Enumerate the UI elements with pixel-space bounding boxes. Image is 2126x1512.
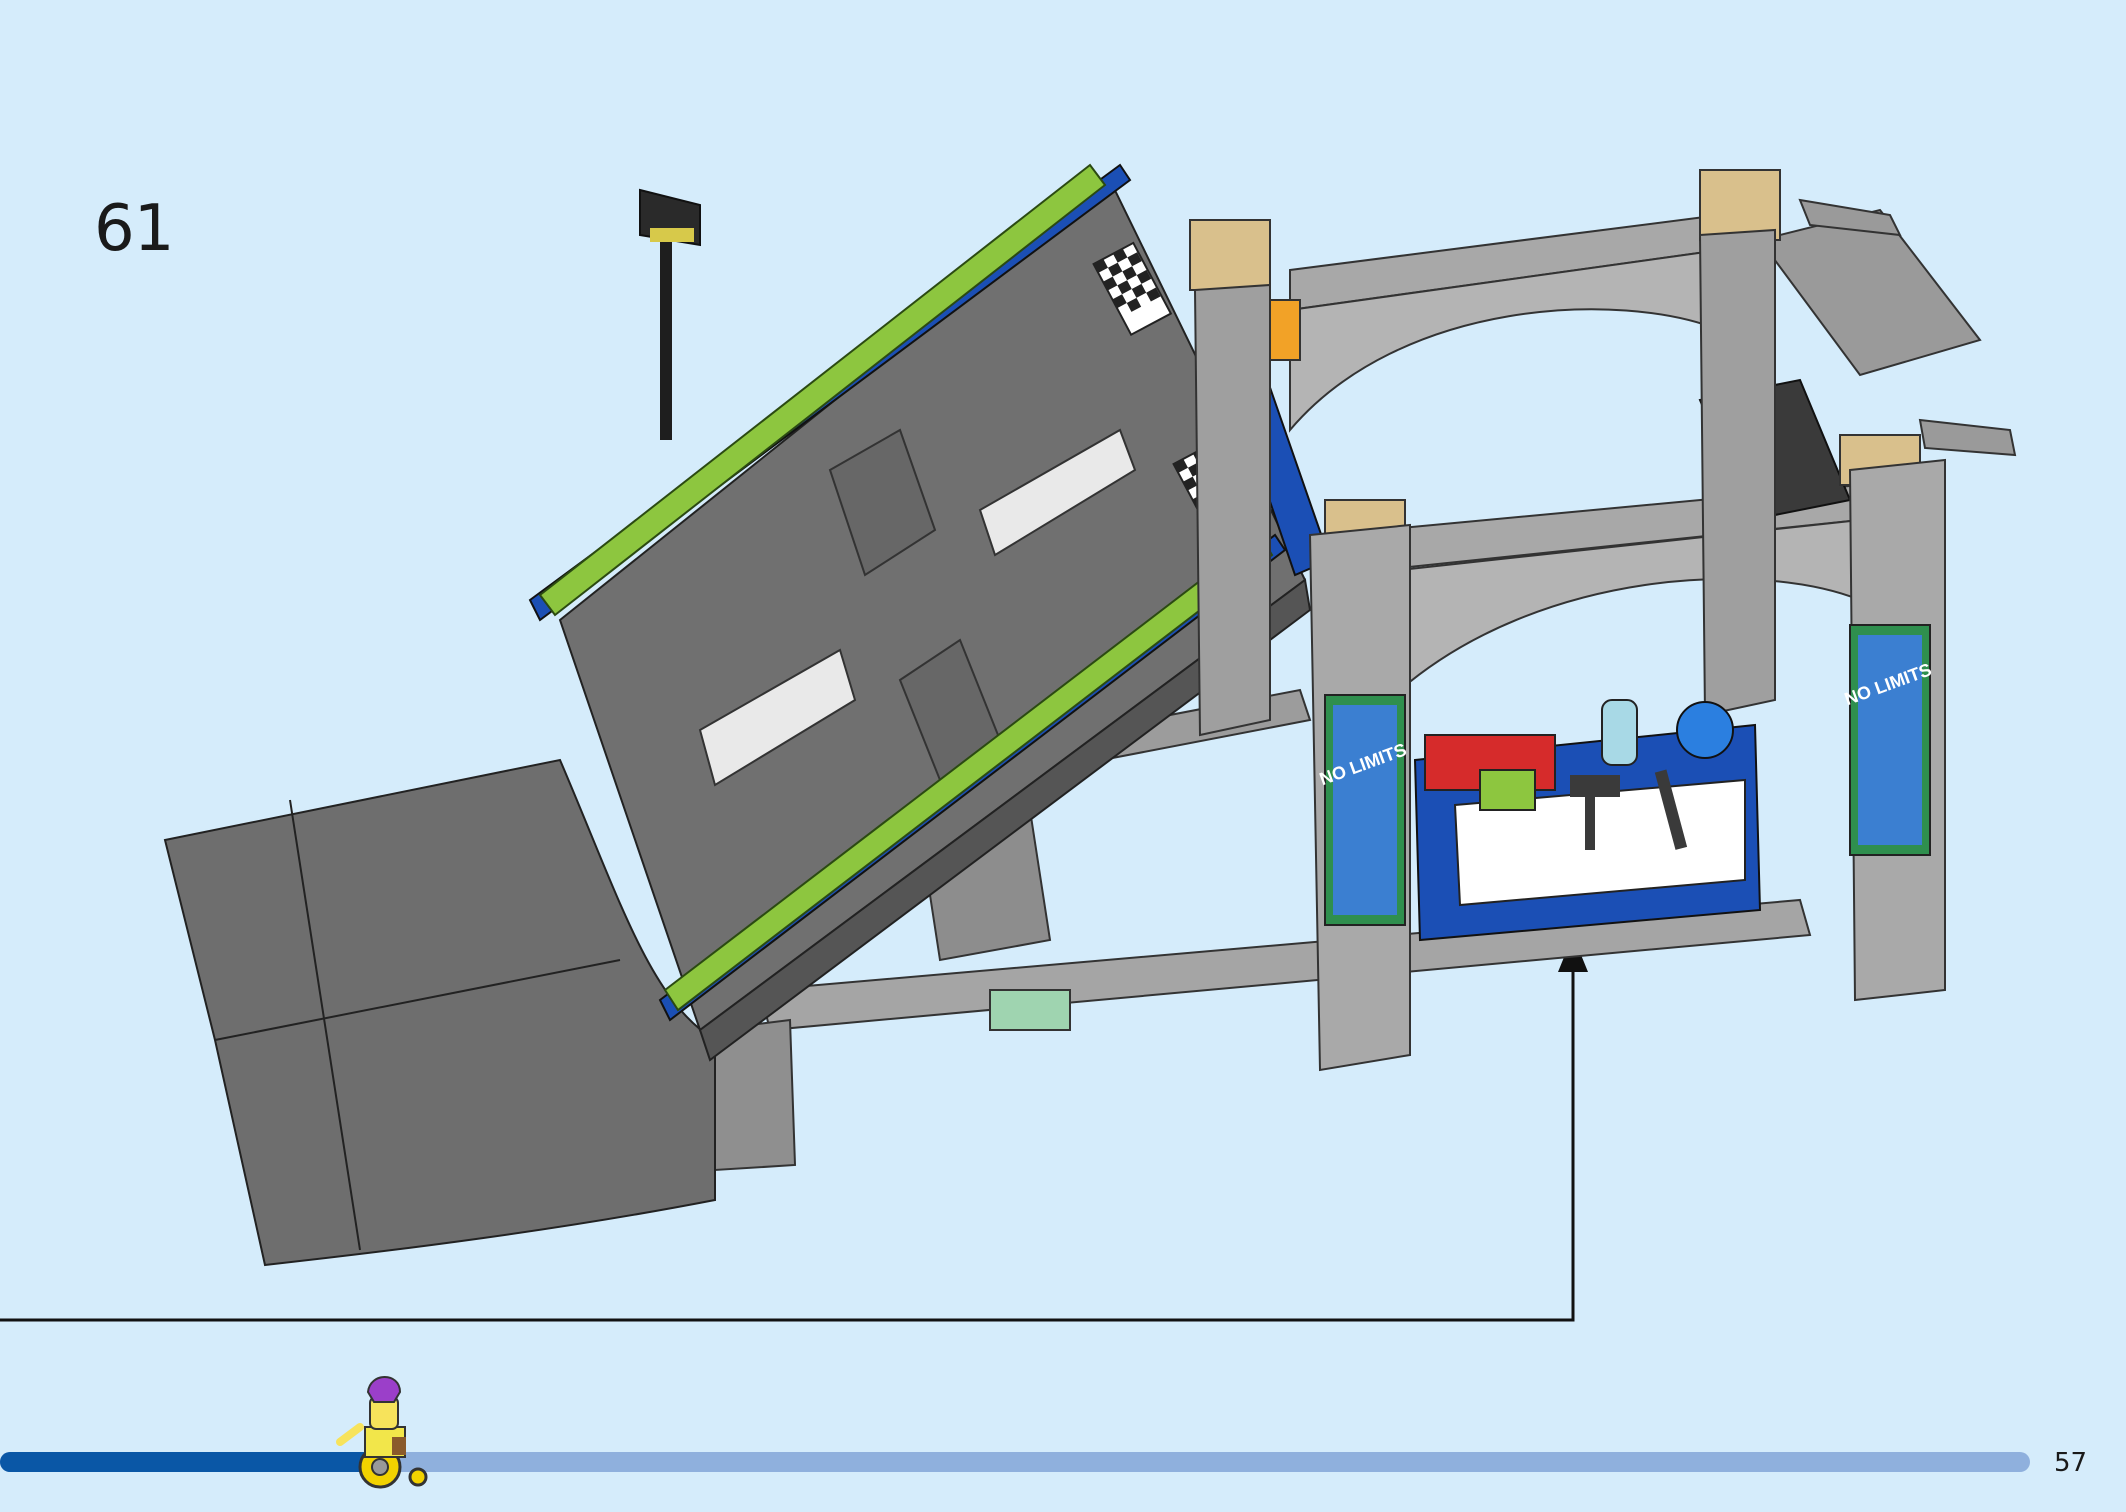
lime-canister [1479, 769, 1536, 811]
tan-block-back [1699, 169, 1781, 241]
column-back-left [1193, 283, 1271, 737]
curved-ramp [163, 758, 716, 1267]
progress-track [0, 1452, 2030, 1472]
green-plate [989, 989, 1071, 1031]
lamp-post [660, 240, 672, 440]
corner-plate-right-2 [1918, 418, 2017, 457]
blue-helmet [1676, 701, 1734, 759]
column-back-right [1698, 228, 1776, 717]
progress-fill [0, 1452, 386, 1472]
corner-plate-right [1798, 198, 1902, 237]
bottle [1601, 699, 1638, 766]
step-number: 61 [94, 192, 174, 266]
checkered-flag-top [1092, 241, 1173, 337]
rail-bottom-lime [663, 533, 1274, 1012]
hammer [1570, 775, 1620, 797]
dark-panel-1 [828, 428, 937, 577]
side-beam [1758, 208, 1982, 377]
no-limits-tile-icon: NO LIMITS [1317, 694, 1409, 926]
white-stripe-2 [698, 648, 857, 787]
tan-block-left [1189, 219, 1271, 291]
wrench [1654, 769, 1688, 850]
arch-back [1289, 248, 1721, 433]
white-stripe-1 [978, 428, 1137, 557]
no-limits-tile-icon: NO LIMITS [1842, 624, 1934, 856]
page-number: 57 [2054, 1448, 2088, 1478]
rail-top-lime [538, 163, 1107, 617]
callout-line [0, 950, 1575, 1322]
minifigure-wheelchair-icon [336, 1376, 428, 1489]
progress-bar [0, 1452, 2030, 1472]
